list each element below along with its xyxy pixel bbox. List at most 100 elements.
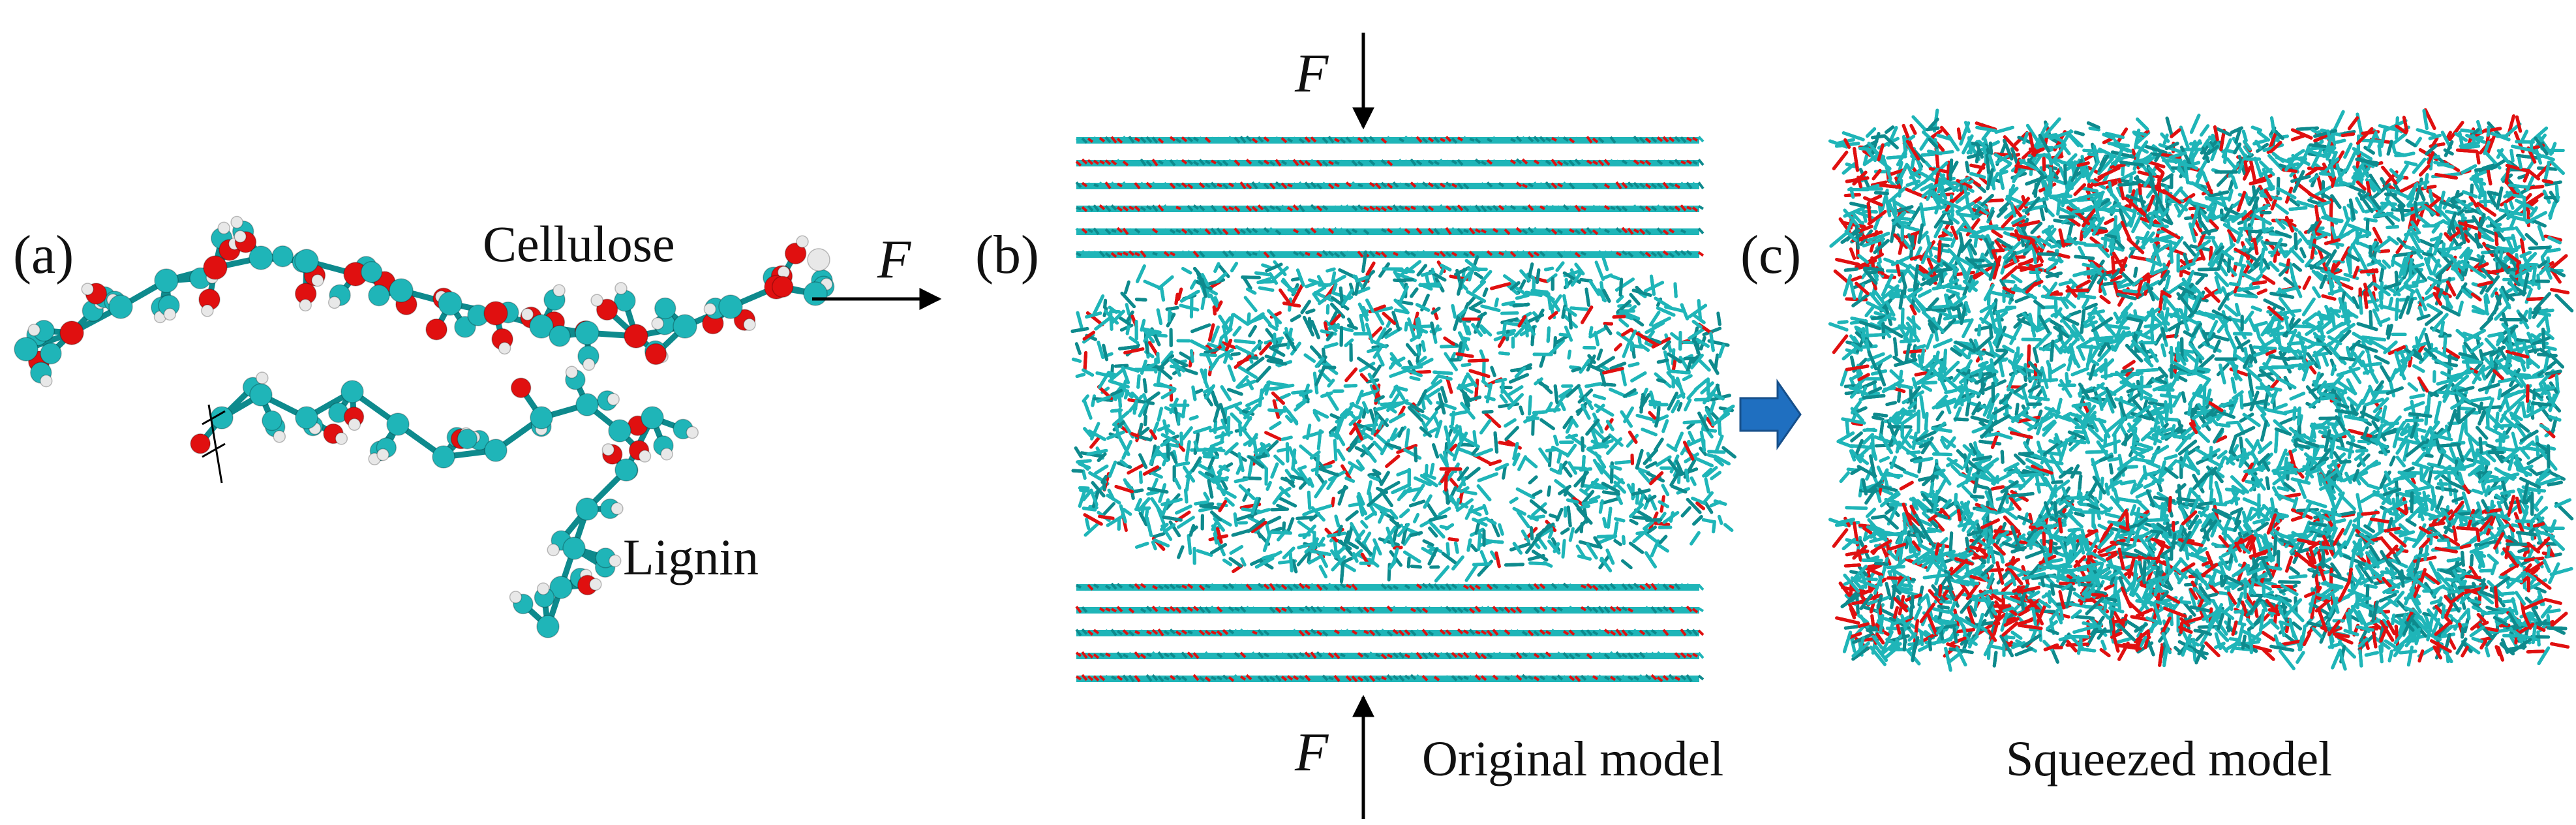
transition-arrow — [1739, 379, 1802, 450]
panel-a-letter: (a) — [13, 225, 74, 285]
hydrogen-atom — [81, 283, 95, 296]
atom — [718, 294, 743, 319]
atom — [341, 380, 364, 403]
bottom-force-label: F — [1294, 722, 1329, 783]
hydrogen-atom — [638, 450, 652, 463]
atom — [386, 412, 410, 436]
hydrogen-atom — [376, 448, 389, 461]
hydrogen-atom — [509, 591, 523, 604]
atom — [203, 255, 228, 280]
terminal-atom — [807, 248, 830, 272]
atom — [389, 278, 414, 303]
hydrogen-atom — [40, 374, 53, 388]
atom — [14, 337, 38, 362]
hydrogen-atom — [565, 366, 579, 379]
panel-c: (c) Squeezed model — [1740, 108, 2574, 786]
cellulose-label: Cellulose — [483, 215, 675, 272]
atom — [549, 576, 573, 599]
hydrogen-atom — [589, 578, 602, 591]
atom — [154, 268, 179, 293]
atom — [644, 343, 667, 366]
atom — [803, 281, 828, 306]
hydrogen-atom — [796, 235, 809, 249]
atom — [536, 615, 560, 638]
atoms — [14, 215, 835, 638]
atom — [641, 406, 664, 429]
lignin-label: Lignin — [623, 529, 759, 585]
atom — [262, 410, 282, 431]
atom — [575, 393, 599, 416]
atom — [295, 406, 318, 429]
panel-b-letter: (b) — [975, 225, 1039, 285]
cellulose-layers-bottom — [1075, 582, 1705, 683]
atom — [368, 284, 390, 307]
atom — [614, 458, 638, 482]
hydrogen-atom — [348, 418, 361, 431]
hydrogen-atom — [537, 582, 550, 595]
atom — [549, 324, 571, 347]
atom — [249, 245, 273, 270]
atom — [530, 406, 553, 429]
hydrogen-atom — [609, 554, 622, 568]
hydrogen-atom — [256, 371, 269, 384]
hydrogen-atom — [299, 298, 312, 312]
atom — [425, 318, 447, 341]
atom — [360, 261, 383, 283]
hydrogen-atom — [590, 294, 603, 307]
hydrogen-atom — [660, 447, 673, 461]
atom — [575, 320, 599, 345]
atom — [596, 298, 618, 321]
atom — [432, 445, 455, 469]
hydrogen-atom — [498, 341, 511, 355]
atom — [271, 245, 294, 268]
hydrogen-atom — [327, 296, 341, 309]
atom — [457, 428, 478, 450]
panel-b: (b) F F Original model — [975, 33, 1736, 819]
atom — [190, 433, 211, 454]
atom — [575, 497, 599, 521]
squeezed-model — [1828, 108, 2574, 672]
hydrogen-atom — [311, 273, 324, 287]
atom — [510, 377, 532, 398]
atom — [784, 242, 807, 265]
lignin-matrix — [1070, 250, 1736, 584]
hydrogen-atom — [201, 304, 214, 317]
hydrogen-atom — [651, 317, 664, 330]
atom — [484, 439, 508, 462]
hydrogen-atom — [547, 543, 560, 557]
squeezed-model-caption: Squeezed model — [2006, 732, 2332, 786]
cellulose-lignin-molecule — [14, 215, 835, 638]
hydrogen-atom — [521, 307, 534, 321]
hydrogen-atom — [611, 502, 624, 516]
hydrogen-atom — [703, 302, 717, 316]
hydrogen-atom — [614, 282, 628, 295]
atom — [438, 291, 462, 316]
original-model-caption: Original model — [1422, 732, 1723, 786]
atom — [529, 314, 554, 339]
hydrogen-atom — [743, 318, 756, 332]
atom — [608, 419, 631, 443]
atom — [483, 301, 508, 326]
hydrogen-atom — [601, 443, 615, 456]
atom — [673, 314, 697, 339]
top-force-label: F — [1294, 43, 1329, 104]
hydrogen-atom — [230, 215, 243, 229]
hydrogen-atom — [607, 393, 620, 406]
hydrogen-atom — [582, 358, 596, 371]
atom — [294, 249, 319, 273]
atom — [654, 297, 676, 320]
atom — [562, 537, 586, 560]
pull-force-label: F — [877, 229, 912, 290]
atom — [771, 275, 794, 298]
hydrogen-atom — [335, 432, 348, 445]
hydrogen-atom — [27, 323, 41, 337]
atom — [40, 342, 62, 365]
hydrogen-atom — [163, 307, 177, 321]
atom — [624, 324, 648, 349]
atom — [59, 320, 84, 345]
atom — [108, 294, 133, 319]
hydrogen-atom — [553, 284, 566, 297]
cellulose-layers-top — [1075, 135, 1705, 258]
hydrogen-atom — [273, 430, 286, 443]
